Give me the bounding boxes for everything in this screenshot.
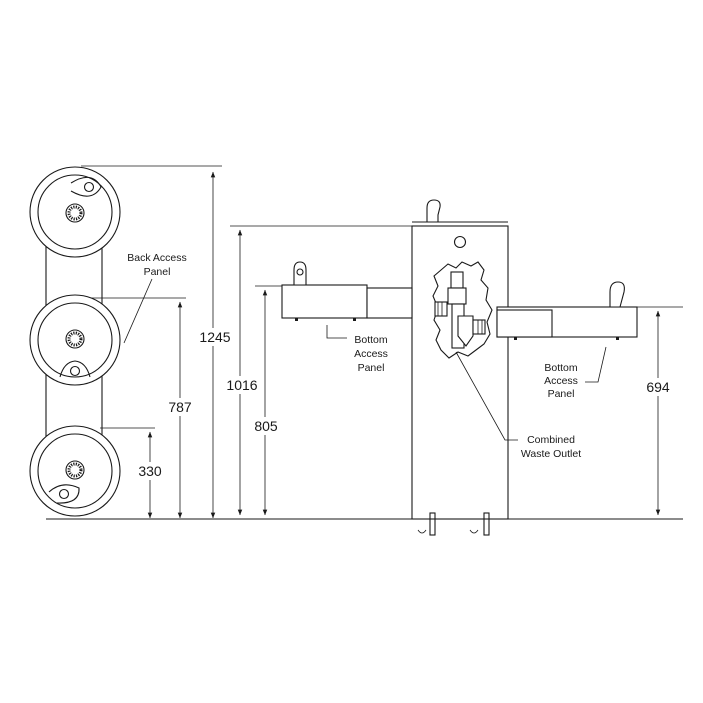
svg-text:Back Access: Back Access bbox=[127, 252, 187, 264]
bowl-bottom bbox=[29, 425, 121, 517]
svg-text:Waste Outlet: Waste Outlet bbox=[521, 448, 581, 460]
bowl-top bbox=[29, 166, 121, 258]
svg-text:694: 694 bbox=[646, 379, 670, 395]
high-bowl bbox=[281, 261, 413, 321]
dimension-805: 805 bbox=[249, 289, 283, 516]
svg-text:Bottom: Bottom bbox=[544, 362, 578, 374]
bubbler-icon bbox=[293, 261, 307, 286]
dimension-1245: 1245 bbox=[196, 171, 238, 519]
label-back-access-panel: Back Access Panel bbox=[123, 252, 187, 344]
svg-text:Access: Access bbox=[544, 375, 578, 387]
pedestal-hole bbox=[453, 235, 467, 249]
low-bowl bbox=[496, 281, 638, 340]
svg-text:1016: 1016 bbox=[226, 377, 257, 393]
pedestal-bubbler bbox=[412, 199, 508, 223]
svg-text:330: 330 bbox=[138, 463, 162, 479]
svg-text:Combined: Combined bbox=[527, 434, 575, 446]
svg-text:Bottom: Bottom bbox=[354, 334, 388, 346]
dimension-330: 330 bbox=[135, 431, 167, 519]
cutaway-plumbing bbox=[432, 261, 493, 359]
bubbler-icon bbox=[48, 484, 80, 504]
svg-text:Access: Access bbox=[354, 348, 388, 360]
plan-view: Back Access Panel 1245 787 330 bbox=[29, 165, 238, 519]
label-bottom-access-panel-right: Bottom Access Panel bbox=[544, 346, 607, 400]
svg-text:1245: 1245 bbox=[199, 329, 230, 345]
bubbler-icon bbox=[609, 281, 625, 308]
anchor-bolts bbox=[417, 512, 490, 536]
bubbler-icon bbox=[59, 360, 91, 378]
bubbler-icon bbox=[70, 176, 102, 197]
svg-text:787: 787 bbox=[168, 399, 192, 415]
dimension-787: 787 bbox=[164, 301, 196, 519]
dimension-694: 694 bbox=[642, 310, 676, 516]
label-bottom-access-panel-left: Bottom Access Panel bbox=[326, 325, 388, 374]
svg-text:Panel: Panel bbox=[144, 266, 171, 278]
svg-text:Panel: Panel bbox=[358, 362, 385, 374]
svg-text:805: 805 bbox=[254, 418, 278, 434]
svg-text:Panel: Panel bbox=[548, 388, 575, 400]
elevation-view: Bottom Access Panel Bottom Access Panel … bbox=[222, 199, 683, 536]
dimension-1016: 1016 bbox=[222, 229, 262, 516]
label-combined-waste-outlet: Combined Waste Outlet bbox=[455, 351, 581, 460]
bowl-middle bbox=[29, 294, 121, 386]
